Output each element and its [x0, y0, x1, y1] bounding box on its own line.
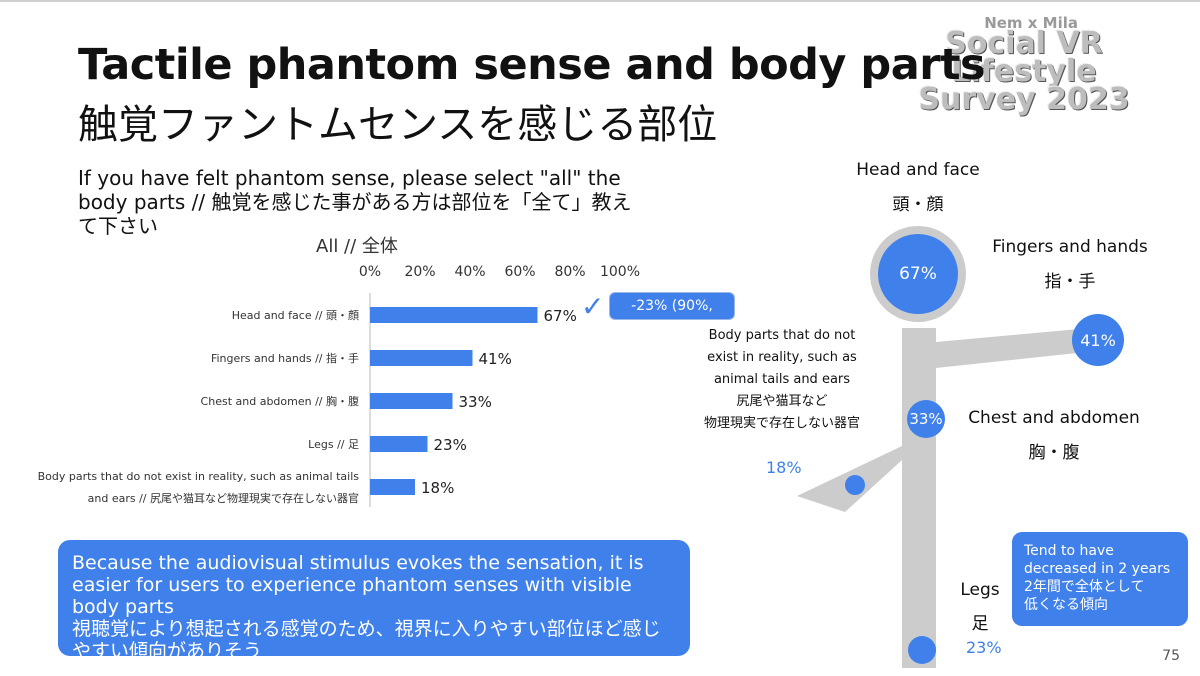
category-label: Legs // 足 — [308, 438, 359, 451]
bar — [370, 350, 473, 366]
conclusion-en: Because the audiovisual stimulus evokes … — [72, 552, 644, 618]
bar — [370, 436, 428, 452]
legs-label: Legs — [960, 580, 1000, 600]
legs-label-ja: 足 — [971, 614, 989, 634]
hands-pct: 41% — [1080, 331, 1116, 350]
hands-label: Fingers and hands — [992, 237, 1148, 257]
tail-bubble — [845, 475, 865, 495]
head-bubble — [878, 234, 958, 314]
category-label: Chest and abdomen // 胸・腹 — [201, 394, 359, 408]
page-title: Tactile phantom sense and body parts — [78, 40, 986, 90]
data-label: 18% — [421, 479, 454, 497]
x-tick-label: 40% — [454, 264, 485, 280]
data-label: 33% — [459, 393, 492, 411]
x-tick-label: 100% — [600, 264, 640, 280]
survey-logo: Social VR Lifestyle Survey 2023 — [874, 26, 1174, 117]
bar — [370, 307, 538, 323]
leg-bubble — [908, 636, 936, 664]
category-label: Fingers and hands // 指・手 — [211, 351, 359, 365]
category-label: and ears // 尻尾や猫耳など物理現実で存在しない器官 — [88, 491, 359, 505]
data-label: 23% — [434, 436, 467, 454]
conclusion-ja: 視聴覚により想起される感覚のため、視界に入りやすい部位ほど感じやすい傾向がありそ… — [72, 618, 661, 662]
arm-shape — [936, 328, 1105, 368]
trend-line: 低くなる傾向 — [1024, 597, 1108, 613]
trend-line: Tend to have — [1024, 543, 1114, 559]
bar-chart: 0% 20% 40% 60% 80% 100% 67% Head and face // 頭・… — [38, 264, 640, 507]
bar — [370, 393, 453, 409]
hand-bubble — [1072, 314, 1124, 366]
page-title-ja: 触覚ファントムセンスを感じる部位 — [78, 102, 718, 148]
trend-note: Tend to have decreased in 2 years 2年間で全体… — [1012, 532, 1188, 626]
chest-bubble — [907, 400, 945, 438]
chest-label: Chest and abdomen — [968, 408, 1140, 428]
hands-label-ja: 指・手 — [1044, 272, 1096, 292]
tail-label-line: 物理現実で存在しない器官 — [703, 416, 860, 431]
data-label: 67% — [544, 307, 577, 325]
data-label: 41% — [479, 350, 512, 368]
category-label: Body parts that do not exist in reality,… — [38, 470, 360, 483]
x-tick-label: 80% — [554, 264, 585, 280]
chart-title: All // 全体 — [316, 236, 398, 257]
tail-label-line: Body parts that do not — [708, 328, 856, 343]
bar — [370, 479, 415, 495]
tail-label: Body parts that do not exist in reality,… — [696, 325, 868, 435]
trend-line: 2年間で全体として — [1024, 579, 1145, 595]
survey-question: If you have felt phantom sense, please s… — [78, 166, 632, 238]
tail-pct: 18% — [766, 458, 802, 477]
page-number: 75 — [1162, 648, 1180, 664]
change-callout: -23% (90%, 2021) — [609, 292, 735, 340]
conclusion-box: Because the audiovisual stimulus evokes … — [58, 540, 690, 662]
check-icon: ✓ — [581, 290, 605, 323]
logo-subtitle: Nem x Mila — [984, 14, 1078, 32]
torso-shape — [902, 328, 936, 668]
chest-pct: 33% — [909, 410, 943, 428]
category-label: Head and face // 頭・顔 — [232, 308, 359, 322]
logo-line-1: Social VR Lifestyle — [945, 26, 1103, 89]
top-divider — [0, 0, 1200, 2]
x-tick-label: 20% — [404, 264, 435, 280]
chest-label-ja: 胸・腹 — [1028, 443, 1080, 463]
tail-label-line: animal tails and ears — [713, 372, 851, 387]
x-tick-label: 0% — [359, 264, 381, 280]
tail-label-line: exist in reality, such as — [707, 350, 857, 365]
logo-line-2: Survey 2023 — [918, 82, 1130, 117]
head-label-ja: 頭・顔 — [892, 195, 944, 215]
head-pct: 67% — [899, 264, 937, 284]
x-tick-label: 60% — [504, 264, 535, 280]
head-label: Head and face — [856, 160, 980, 180]
legs-pct: 23% — [966, 638, 1002, 657]
trend-line: decreased in 2 years — [1024, 561, 1171, 577]
tail-label-line: 尻尾や猫耳など — [736, 394, 828, 409]
body-figure — [797, 226, 1124, 668]
